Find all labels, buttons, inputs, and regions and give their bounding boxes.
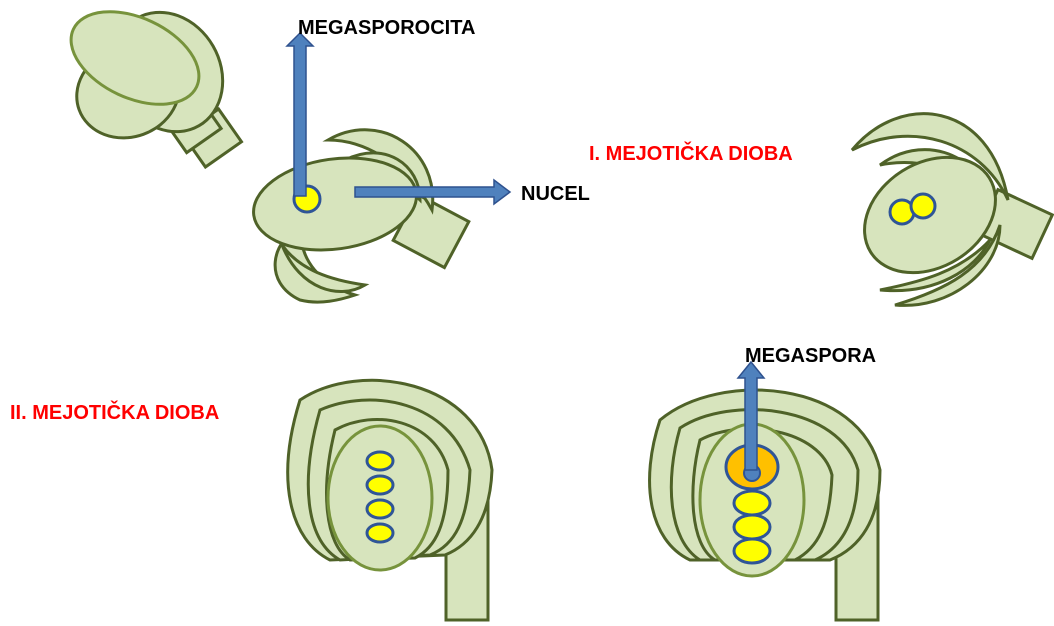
arrow-nucel xyxy=(354,178,512,206)
degenerating-megaspore-2 xyxy=(732,513,772,541)
title-second-division: II. MEJOTIČKA DIOBA xyxy=(10,400,219,424)
megaspore-1 xyxy=(365,450,395,472)
label-nucel: NUCEL xyxy=(521,183,590,205)
megaspore-2 xyxy=(365,474,395,496)
title-first-division: I. MEJOTIČKA DIOBA xyxy=(589,141,793,165)
ovule-first-division xyxy=(850,112,1054,307)
ovule-second-division xyxy=(286,379,494,622)
label-megasporocita: MEGASPOROCITA xyxy=(298,17,475,39)
ovule-functional-megaspore xyxy=(648,360,882,622)
degenerating-megaspore-1 xyxy=(732,489,772,517)
degenerating-megaspore-3 xyxy=(732,537,772,565)
arrow-megasporocita xyxy=(285,31,315,197)
ovule-primordium-tilted xyxy=(69,10,244,170)
first-division-cell-2 xyxy=(909,192,937,220)
arrow-megaspora xyxy=(736,360,766,471)
megaspore-3 xyxy=(365,498,395,520)
label-megaspora: MEGASPORA xyxy=(745,345,876,367)
ovule-megasporocyte xyxy=(252,31,512,304)
megaspore-4 xyxy=(365,522,395,544)
